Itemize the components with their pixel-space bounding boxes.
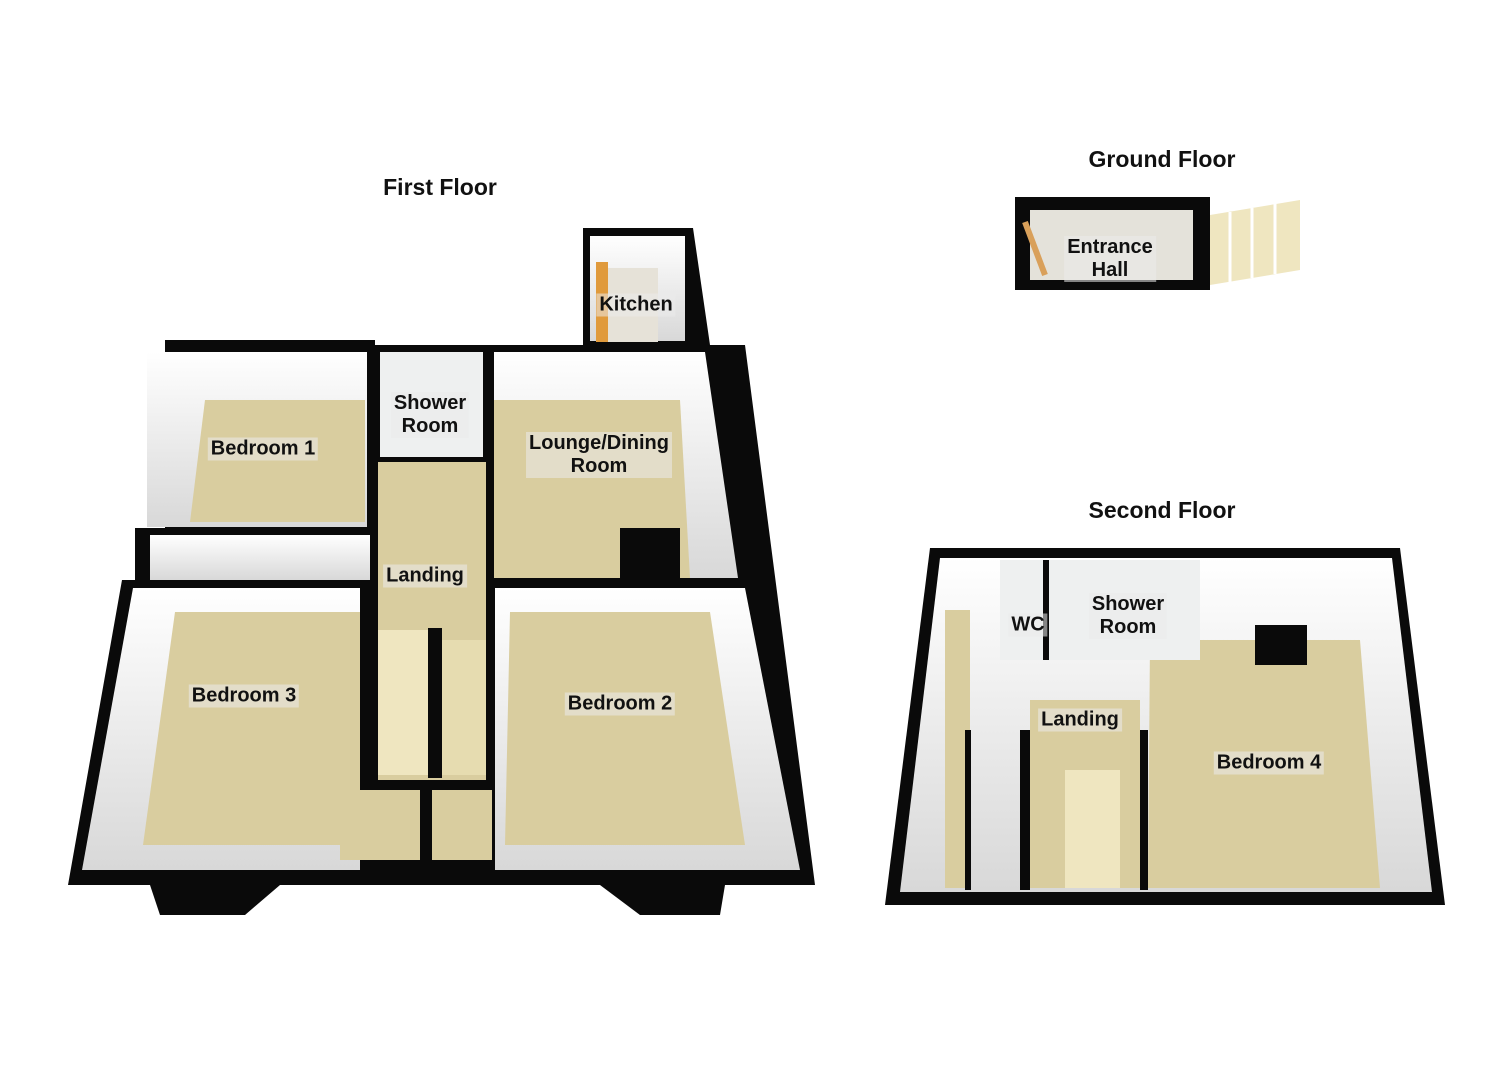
second-floor-title: Second Floor [1088,497,1236,523]
label-line: Room [1099,616,1157,638]
eaves-divider [965,730,971,890]
entrance-door [1022,220,1048,277]
room-label-bedroom-2: Bedroom 2 [564,692,676,716]
landing-divider-2 [1140,730,1148,890]
stairs-lower [442,640,486,775]
room-label-landing-2: Landing [1038,708,1122,732]
lounge-chimney [620,528,680,578]
label-line: Entrance [1067,236,1153,258]
ground-floor-plan [1015,197,1300,290]
bedroom-2-floor [505,612,745,845]
label-line: Shower [1091,593,1165,615]
label-line: Room [570,455,628,477]
room-label-wc: WC [1008,613,1048,637]
lower-lobby-left [340,790,420,860]
bedroom-3-floor [143,612,360,845]
lower-lobby-right [432,790,492,860]
landing-divider [1020,730,1030,890]
stairs-2 [1065,770,1120,888]
bedroom-4-chimney [1255,625,1307,665]
stairs [378,630,428,775]
room-label-bedroom-3: Bedroom 3 [188,684,300,708]
room-label-kitchen: Kitchen [596,293,676,317]
room-label-bedroom-4: Bedroom 4 [1213,751,1325,775]
ground-floor-title: Ground Floor [1088,146,1236,172]
external-stairs [1210,200,1300,285]
label-line: Shower [393,392,467,414]
room-label-landing: Landing [383,564,467,588]
label-line: Room [401,415,459,437]
first-floor-plan [68,228,815,915]
label-line: Hall [1091,259,1129,281]
wc-divider [1043,560,1049,660]
room-label-bedroom-1: Bedroom 1 [207,437,319,461]
label-line: Lounge/Dining [529,432,669,454]
bedroom-1-lower-passage [150,535,370,580]
stair-divider [428,628,442,778]
bedroom-1-floor [190,400,365,522]
first-floor-title: First Floor [383,174,497,200]
